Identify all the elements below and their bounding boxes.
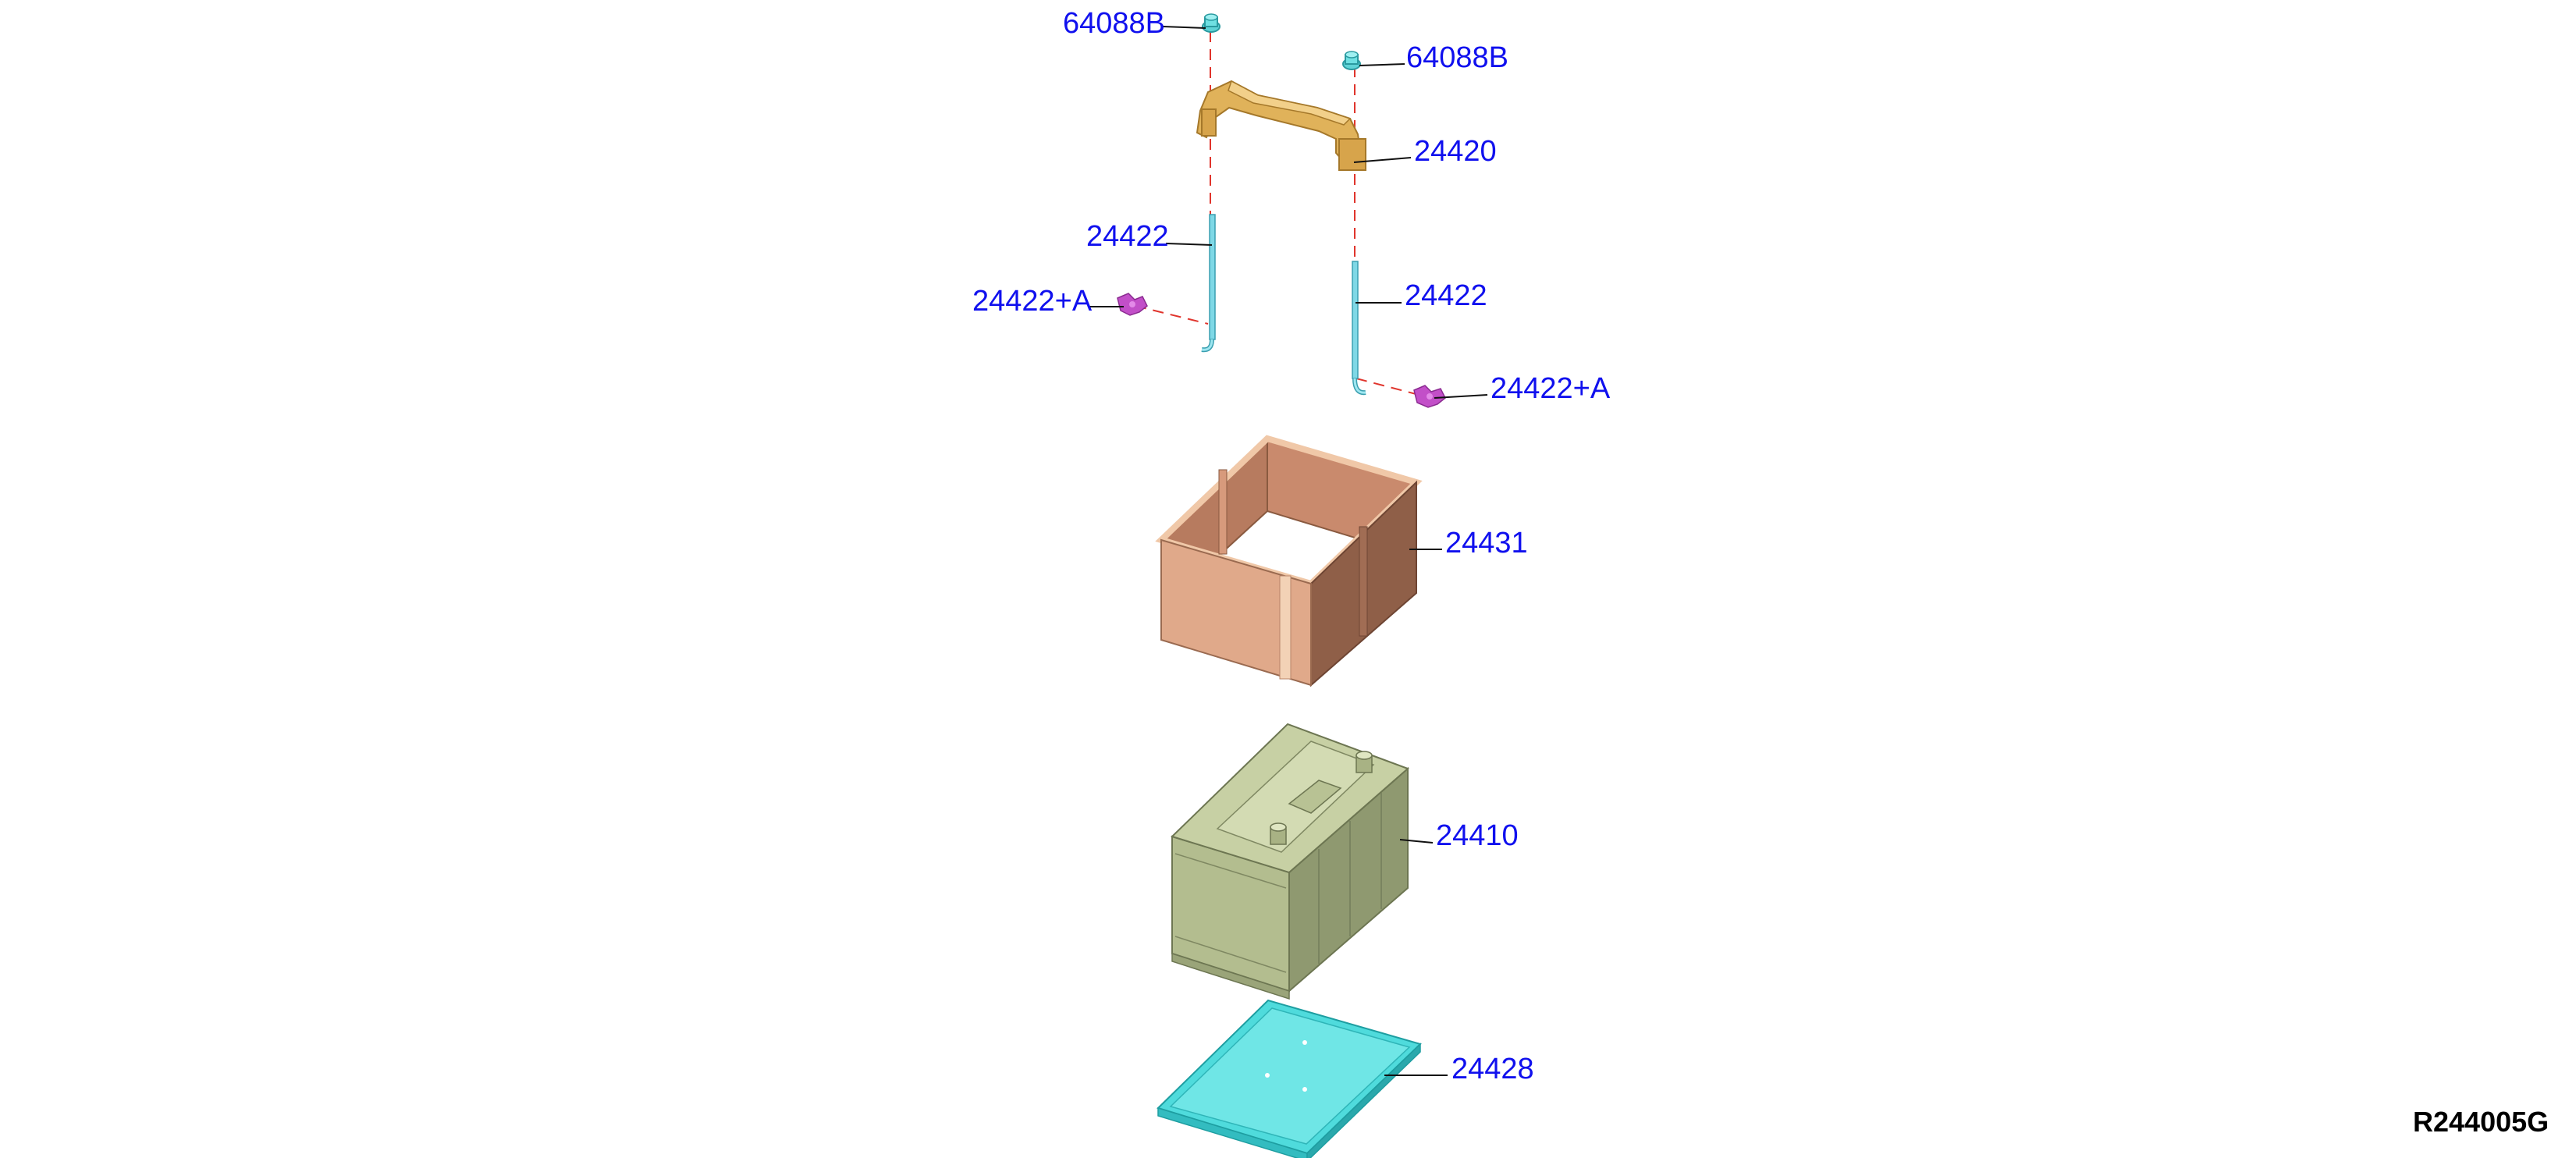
callout-labels: 64088B 64088B 24420 24422 24422 24422+A … [972, 7, 1611, 1085]
assembly-dashed-lines [1135, 31, 1426, 397]
clip-right-icon [1413, 385, 1446, 408]
hold-down-rod-right-icon [1352, 261, 1366, 396]
callout-insulator: 24431 [1445, 527, 1528, 559]
nut-right-icon [1342, 51, 1361, 70]
battery-tray-icon [1157, 999, 1422, 1158]
callout-rod-right: 24422 [1405, 279, 1487, 312]
callout-battery: 24410 [1436, 819, 1519, 852]
battery-insulator-icon [1155, 435, 1423, 687]
battery-icon [1171, 723, 1409, 1000]
callout-nut-left: 64088B [1063, 7, 1165, 40]
battery-frame-icon [1196, 80, 1366, 171]
callout-tray: 24428 [1451, 1053, 1534, 1085]
clip-left-icon [1117, 293, 1148, 316]
callout-clip-left: 24422+A [972, 285, 1093, 318]
callout-frame: 24420 [1414, 135, 1497, 168]
hold-down-rod-left-icon [1201, 214, 1216, 353]
leader-lines [1089, 26, 1488, 1076]
callout-clip-right: 24422+A [1491, 372, 1611, 405]
battery-terminal-icon [1356, 751, 1373, 773]
battery-terminal-icon [1270, 822, 1287, 845]
callout-rod-left: 24422 [1086, 220, 1169, 253]
nut-left-icon [1202, 13, 1220, 33]
drawing-id: R244005G [2413, 1106, 2549, 1138]
callout-nut-right: 64088B [1406, 41, 1508, 74]
